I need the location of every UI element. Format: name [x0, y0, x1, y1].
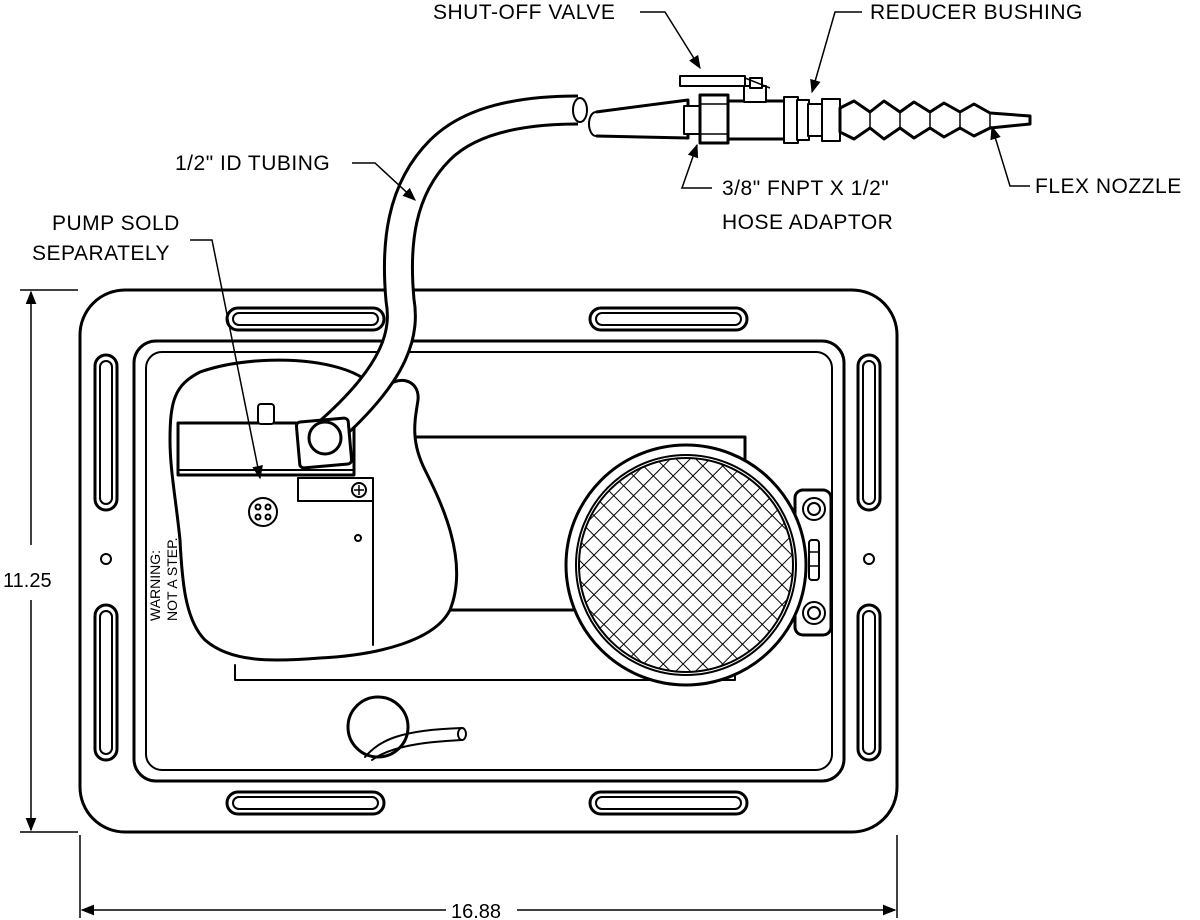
warning-line1: WARNING:: [147, 550, 163, 621]
electrical-connector: [248, 497, 278, 527]
pump-motor: WARNING: NOT A STEP.: [147, 358, 459, 662]
slot-left-lower: [93, 603, 119, 762]
slot-bottom-right: [588, 790, 749, 816]
slot-top-left: [225, 306, 386, 332]
dimension-width: 16.88: [79, 835, 898, 920]
reducer-bushing: [796, 98, 841, 142]
dimension-width-label: 16.88: [451, 901, 501, 920]
slot-top-right: [588, 306, 749, 332]
slot-left-upper: [93, 353, 119, 512]
callout-leaders: [190, 11, 1030, 480]
mounting-slots: [93, 306, 882, 816]
label-reducer-bushing: REDUCER BUSHING: [870, 1, 1083, 24]
mount-hole-right: [863, 553, 875, 565]
dimension-height: 11.25: [3, 289, 78, 833]
slot-right-upper: [856, 353, 882, 512]
label-pump-line1: PUMP SOLD: [52, 212, 180, 235]
label-tubing: 1/2" ID TUBING: [175, 152, 330, 175]
slot-right-lower: [856, 603, 882, 762]
slot-bottom-left: [225, 790, 386, 816]
label-hose-adaptor-line2: HOSE ADAPTOR: [722, 211, 893, 234]
drain-port: [346, 695, 467, 761]
warning-line2: NOT A STEP.: [164, 537, 180, 621]
label-hose-adaptor-line1: 3/8" FNPT X 1/2": [722, 177, 889, 200]
flex-nozzle: [838, 99, 1032, 141]
tubing: [294, 94, 690, 470]
label-pump-line2: SEPARATELY: [32, 242, 170, 265]
hose-adaptor: [683, 93, 730, 145]
label-shutoff-valve: SHUT-OFF VALVE: [433, 1, 615, 24]
shutoff-valve: [679, 75, 799, 144]
dimension-height-label: 11.25: [3, 570, 52, 592]
mount-hole-left: [100, 553, 112, 565]
label-flex-nozzle: FLEX NOZZLE: [1035, 175, 1182, 198]
